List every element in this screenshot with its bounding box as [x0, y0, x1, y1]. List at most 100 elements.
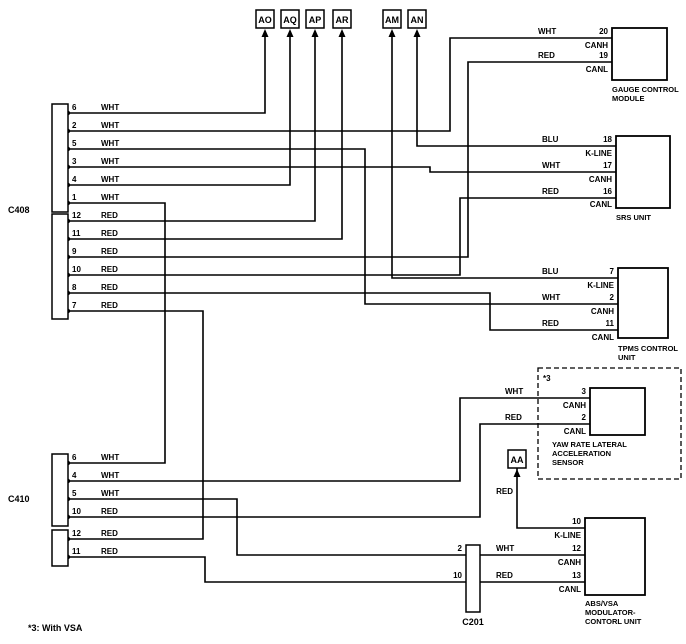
pin-number: 17 — [603, 161, 612, 170]
wire-color-label: WHT — [542, 293, 560, 302]
abs-vsa-unit-box — [584, 517, 646, 596]
wire-color-label: BLU — [542, 267, 559, 276]
c410-bracket-upper — [51, 453, 69, 527]
unit-name: SRS UNIT — [616, 213, 651, 222]
signal-label: CANH — [585, 41, 608, 50]
pin-number: 9 — [72, 247, 77, 256]
connector-letter: AO — [258, 15, 272, 25]
connector-box-ap — [305, 9, 325, 29]
pin-number: 11 — [72, 547, 81, 556]
wire-c408-7-to-c410-12 — [68, 310, 204, 540]
pin-number: 2 — [458, 544, 463, 553]
signal-label: CANH — [558, 558, 581, 567]
wire-color-label: WHT — [505, 387, 523, 396]
unit-name: CONTORL UNIT — [585, 617, 642, 626]
c201-bracket — [465, 544, 481, 613]
pin-number: 12 — [72, 529, 81, 538]
signal-label: K-LINE — [585, 149, 612, 158]
connector-label-c201: C201 — [462, 617, 484, 627]
pin-number: 7 — [72, 301, 77, 310]
connector-letter: AP — [309, 15, 322, 25]
wire-color-label: RED — [542, 187, 559, 196]
wire-c410-5-to-abs-canh — [68, 498, 585, 556]
wire-c410-10-to-yaw-canl — [68, 423, 590, 518]
connector-arrows — [261, 29, 521, 477]
wire-aa-to-abs-kline — [516, 468, 585, 529]
arrow-icon — [311, 29, 319, 37]
wire-color-label: RED — [101, 265, 118, 274]
gauge-control-module-labels: WHT 20 CANH RED 19 CANL GAUGE CONTROL MO… — [538, 27, 679, 103]
pin-number: 10 — [72, 507, 81, 516]
c410-bracket-lower — [51, 529, 69, 567]
signal-label: CANH — [591, 307, 614, 316]
wire-c408-12-to-ap — [68, 31, 316, 222]
signal-label: CANL — [590, 200, 612, 209]
page-connector-boxes — [255, 9, 527, 469]
connector-box-an — [407, 9, 427, 29]
c408-bracket-upper — [51, 103, 69, 213]
wire-c408-6-to-ao — [68, 31, 266, 114]
wire-color-label: RED — [101, 301, 118, 310]
srs-unit-labels: BLU 18 K-LINE WHT 17 CANH RED 16 CANL SR… — [542, 135, 651, 222]
wire-color-label: RED — [496, 571, 513, 580]
connector-letter: AQ — [283, 15, 297, 25]
unit-name: ABS/VSA — [585, 599, 619, 608]
signal-label: CANH — [563, 401, 586, 410]
pin-number: 4 — [72, 175, 77, 184]
pin-number: 7 — [610, 267, 615, 276]
unit-name: MODULE — [612, 94, 645, 103]
unit-name: TPMS CONTROL — [618, 344, 678, 353]
pin-number: 3 — [72, 157, 77, 166]
connector-letter: AM — [385, 15, 399, 25]
signal-label: CANL — [559, 585, 581, 594]
wire-color-label: WHT — [538, 27, 556, 36]
pin-number: 2 — [72, 121, 77, 130]
connector-box-am — [382, 9, 402, 29]
wire-color-label: WHT — [101, 103, 119, 112]
pin-number: 10 — [572, 517, 581, 526]
pin-number: 11 — [72, 229, 81, 238]
wire-c408-1-to-c410-6 — [68, 202, 166, 464]
pin-number: 5 — [72, 489, 77, 498]
wire-color-label: WHT — [496, 544, 514, 553]
signal-label: K-LINE — [587, 281, 614, 290]
wire-color-label: RED — [542, 319, 559, 328]
pin-number: 12 — [72, 211, 81, 220]
yaw-rate-sensor-labels: *3 WHT 3 CANH RED 2 CANL YAW RATE LATERA… — [505, 374, 627, 467]
c410-pin-labels: 6 WHT 4 WHT 5 WHT 10 RED 12 RED 11 RED — [72, 453, 119, 556]
wire-c410-11-to-abs-canl — [68, 556, 585, 583]
wire-color-label: RED — [101, 529, 118, 538]
connector-box-aa — [507, 449, 527, 469]
wire-color-label: RED — [101, 211, 118, 220]
yaw-rate-sensor-box — [589, 387, 646, 436]
unit-name: MODULATOR- — [585, 608, 636, 617]
wire-c408-11-to-ar — [68, 31, 343, 240]
pin-number: 4 — [72, 471, 77, 480]
wire-c410-4-to-yaw-canh — [68, 397, 590, 482]
pin-number: 16 — [603, 187, 612, 196]
wire-color-label: RED — [505, 413, 522, 422]
wire-c408-5-to-tpms-canh — [68, 148, 618, 305]
arrow-icon — [388, 29, 396, 37]
tpms-control-unit-box — [617, 267, 669, 339]
wire-color-label: RED — [101, 507, 118, 516]
wire-am-to-tpms-kline — [391, 31, 618, 279]
wire-color-label: WHT — [101, 175, 119, 184]
unit-name: GAUGE CONTROL — [612, 85, 679, 94]
wire-color-label: WHT — [101, 489, 119, 498]
connector-label-c408: C408 — [8, 205, 30, 215]
wire-color-label: RED — [101, 547, 118, 556]
signal-label: CANL — [586, 65, 608, 74]
wire-c408-2-to-gauge-canh — [68, 37, 612, 132]
pin-number: 12 — [572, 544, 581, 553]
connector-letter: AN — [411, 15, 424, 25]
wire-c408-8-to-tpms-canl — [68, 292, 618, 331]
arrow-icon — [513, 469, 521, 477]
connector-letter: AR — [336, 15, 349, 25]
pin-number: 10 — [453, 571, 462, 580]
connector-label-c410: C410 — [8, 494, 30, 504]
signal-label: CANL — [592, 333, 614, 342]
connector-box-ar — [332, 9, 352, 29]
vsa-note-ref: *3 — [543, 374, 551, 383]
